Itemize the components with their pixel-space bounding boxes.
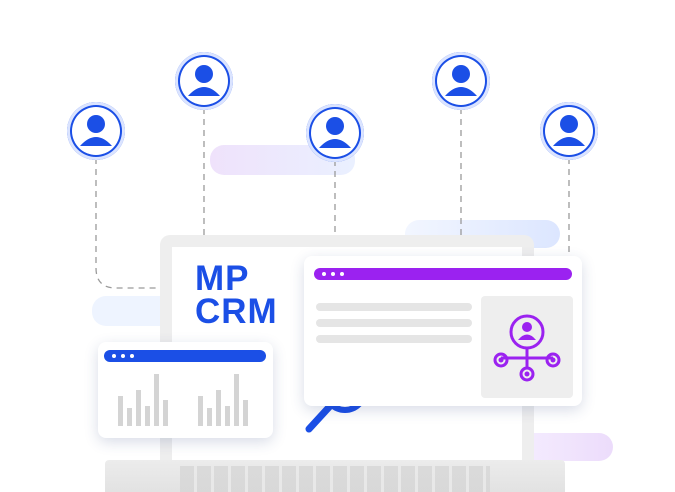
user-avatar: [67, 102, 125, 160]
analytics-window: [98, 342, 273, 438]
window-title-bar: [104, 350, 266, 362]
user-icon: [545, 107, 593, 155]
user-avatar: [175, 52, 233, 110]
bar-chart-group: [198, 374, 250, 426]
user-icon: [72, 107, 120, 155]
user-icon: [437, 57, 485, 105]
laptop-keyboard: [180, 466, 490, 492]
user-avatar: [306, 104, 364, 162]
text-placeholder-line: [316, 319, 472, 327]
bar-chart-group: [118, 374, 170, 426]
crm-logo: MP CRM: [195, 259, 278, 331]
logo-line-2: CRM: [195, 292, 278, 331]
network-panel: [481, 296, 573, 398]
logo-line-1: MP: [195, 259, 250, 298]
user-avatar: [540, 102, 598, 160]
text-placeholder-line: [316, 335, 472, 343]
org-network-icon: [493, 314, 561, 382]
user-avatar: [432, 52, 490, 110]
crm-content-window: [304, 256, 582, 406]
text-placeholder-line: [316, 303, 472, 311]
window-title-bar: [314, 268, 572, 280]
user-icon: [311, 109, 359, 157]
user-icon: [180, 57, 228, 105]
